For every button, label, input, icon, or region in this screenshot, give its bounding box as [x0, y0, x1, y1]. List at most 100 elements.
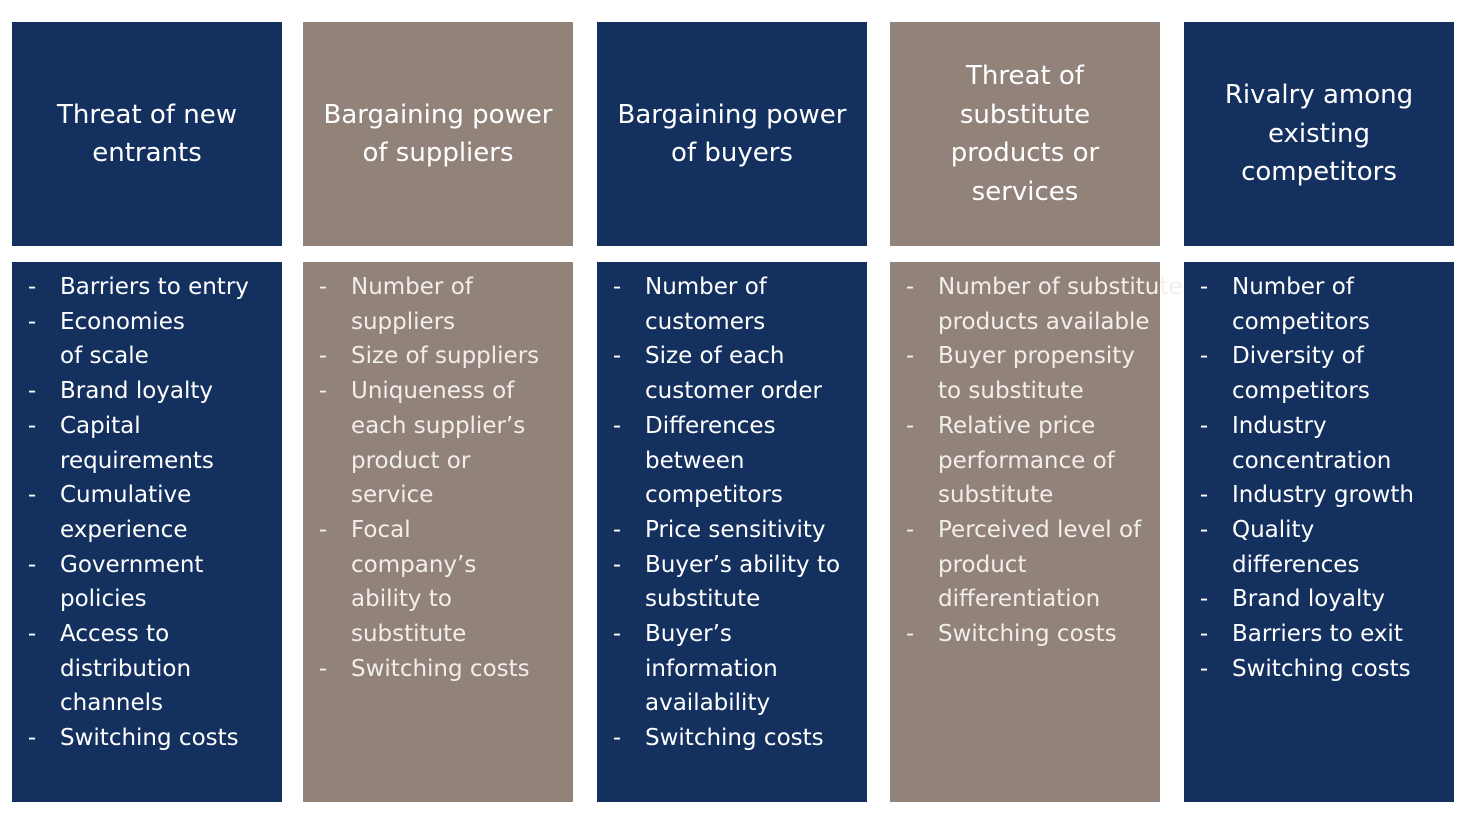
list-item-text: Relative price performance of substitute — [938, 412, 1115, 509]
list-item: -Focal company’s ability to substitute — [313, 513, 541, 652]
factor-list: -Number of competitors -Diversity of com… — [1194, 270, 1448, 686]
column-body: -Number of competitors -Diversity of com… — [1184, 262, 1454, 802]
list-item-text: Access to distribution channels — [60, 621, 192, 717]
list-item: -Size of suppliers — [313, 339, 567, 374]
list-item-text: Economies of scale — [60, 308, 185, 370]
list-item: -Switching costs — [313, 652, 567, 687]
list-item: -Buyer’s ability to substitute — [607, 548, 845, 617]
list-item: -Buyer propensity to substitute — [900, 339, 1148, 408]
dash-bullet-icon: - — [612, 551, 622, 578]
list-item-text: Cumulative experience — [60, 482, 192, 543]
list-item-text: Buyer propensity to substitute — [938, 343, 1135, 405]
list-item-text: Brand loyalty — [60, 378, 214, 405]
list-item: -Switching costs — [607, 721, 861, 756]
column-threat-of-substitutes: Threat of substitute products or service… — [890, 22, 1183, 802]
column-body: -Number of substitute products available… — [890, 262, 1183, 802]
dash-bullet-icon: - — [1199, 274, 1209, 300]
list-item-text: Government policies — [60, 551, 204, 613]
dash-bullet-icon: - — [318, 655, 328, 682]
column-bargaining-power-of-suppliers: Bargaining power of suppliers -Number of… — [303, 22, 573, 802]
dash-bullet-icon: - — [27, 725, 37, 752]
list-item-text: Number of substitute products available — [938, 274, 1183, 335]
list-item-text: Switching costs — [938, 621, 1117, 648]
list-item: -Cumulative experience — [22, 478, 210, 547]
list-item-text: Number of customers — [645, 274, 767, 335]
dash-bullet-icon: - — [27, 412, 37, 439]
dash-bullet-icon: - — [318, 274, 328, 300]
factor-list: -Barriers to entry -Economies of scale -… — [22, 270, 276, 756]
column-header: Bargaining power of buyers — [597, 22, 867, 246]
list-item: -Quality differences — [1194, 513, 1382, 582]
dash-bullet-icon: - — [612, 274, 622, 300]
list-item: -Brand loyalty — [1194, 582, 1448, 617]
list-item-text: Industry concentration — [1232, 412, 1392, 474]
dash-bullet-icon: - — [905, 343, 915, 370]
dash-bullet-icon: - — [27, 308, 37, 335]
factor-list: -Number of suppliers -Size of suppliers … — [313, 270, 567, 686]
list-item: -Number of customers — [607, 270, 795, 339]
column-title: Bargaining power of buyers — [617, 99, 847, 169]
list-item: -Economies of scale — [22, 305, 210, 374]
list-item-text: Brand loyalty — [1232, 586, 1386, 613]
dash-bullet-icon: - — [612, 516, 622, 543]
list-item: -Capital requirements — [22, 409, 214, 478]
list-item: -Brand loyalty — [22, 374, 276, 409]
dash-bullet-icon: - — [612, 621, 622, 648]
list-item-text: Industry growth — [1232, 482, 1414, 509]
list-item: -Uniqueness of each supplier’s product o… — [313, 374, 531, 513]
column-title: Threat of substitute products or service… — [950, 61, 1100, 207]
list-item: -Price sensitivity — [607, 513, 861, 548]
dash-bullet-icon: - — [27, 482, 37, 509]
list-item-text: Switching costs — [645, 725, 824, 752]
dash-bullet-icon: - — [1199, 412, 1209, 439]
list-item: -Diversity of competitors — [1194, 339, 1392, 408]
list-item: -Government policies — [22, 548, 210, 617]
list-item: -Relative price performance of substitut… — [900, 409, 1138, 513]
dash-bullet-icon: - — [905, 412, 915, 439]
column-header: Threat of new entrants — [12, 22, 282, 246]
column-body: -Number of suppliers -Size of suppliers … — [303, 262, 573, 802]
dash-bullet-icon: - — [1199, 655, 1209, 682]
column-bargaining-power-of-buyers: Bargaining power of buyers -Number of cu… — [597, 22, 867, 802]
list-item-text: Uniqueness of each supplier’s product or… — [351, 378, 526, 509]
column-title: Bargaining power of suppliers — [323, 99, 553, 169]
factor-list: -Number of customers -Size of each custo… — [607, 270, 861, 756]
dash-bullet-icon: - — [612, 725, 622, 752]
dash-bullet-icon: - — [905, 516, 915, 543]
dash-bullet-icon: - — [318, 378, 328, 405]
list-item: -Barriers to entry — [22, 270, 276, 305]
list-item-text: Differences between competitors — [645, 412, 783, 509]
dash-bullet-icon: - — [27, 551, 37, 578]
list-item-text: Buyer’s information availability — [645, 621, 778, 717]
list-item-text: Quality differences — [1232, 516, 1360, 578]
list-item-text: Price sensitivity — [645, 516, 826, 543]
column-body: -Barriers to entry -Economies of scale -… — [12, 262, 282, 802]
column-title: Threat of new entrants — [57, 99, 237, 169]
dash-bullet-icon: - — [1199, 586, 1209, 613]
list-item: -Size of each customer order — [607, 339, 835, 408]
list-item-text: Barriers to exit — [1232, 621, 1403, 648]
dash-bullet-icon: - — [1199, 482, 1209, 509]
list-item-text: Switching costs — [1232, 655, 1411, 682]
list-item: -Number of substitute products available — [900, 270, 1188, 339]
column-body: -Number of customers -Size of each custo… — [597, 262, 867, 802]
dash-bullet-icon: - — [27, 378, 37, 405]
list-item-text: Number of suppliers — [351, 274, 473, 335]
factor-list: -Number of substitute products available… — [900, 270, 1183, 652]
list-item-text: Focal company’s ability to substitute — [351, 516, 477, 648]
list-item-text: Buyer’s ability to substitute — [645, 551, 841, 613]
dash-bullet-icon: - — [1199, 621, 1209, 648]
list-item: -Differences between competitors — [607, 409, 795, 513]
column-title: Rivalry among existing competitors — [1224, 80, 1414, 188]
list-item-text: Perceived level of product differentiati… — [938, 516, 1142, 613]
five-forces-grid: Threat of new entrants -Barriers to entr… — [12, 22, 1454, 802]
column-header: Rivalry among existing competitors — [1184, 22, 1454, 246]
dash-bullet-icon: - — [612, 343, 622, 370]
list-item-text: Switching costs — [60, 725, 239, 752]
column-header: Bargaining power of suppliers — [303, 22, 573, 246]
dash-bullet-icon: - — [612, 412, 622, 439]
column-threat-of-new-entrants: Threat of new entrants -Barriers to entr… — [12, 22, 282, 802]
list-item-text: Size of each customer order — [645, 343, 822, 405]
list-item: -Industry growth — [1194, 478, 1448, 513]
list-item: -Switching costs — [22, 721, 276, 756]
